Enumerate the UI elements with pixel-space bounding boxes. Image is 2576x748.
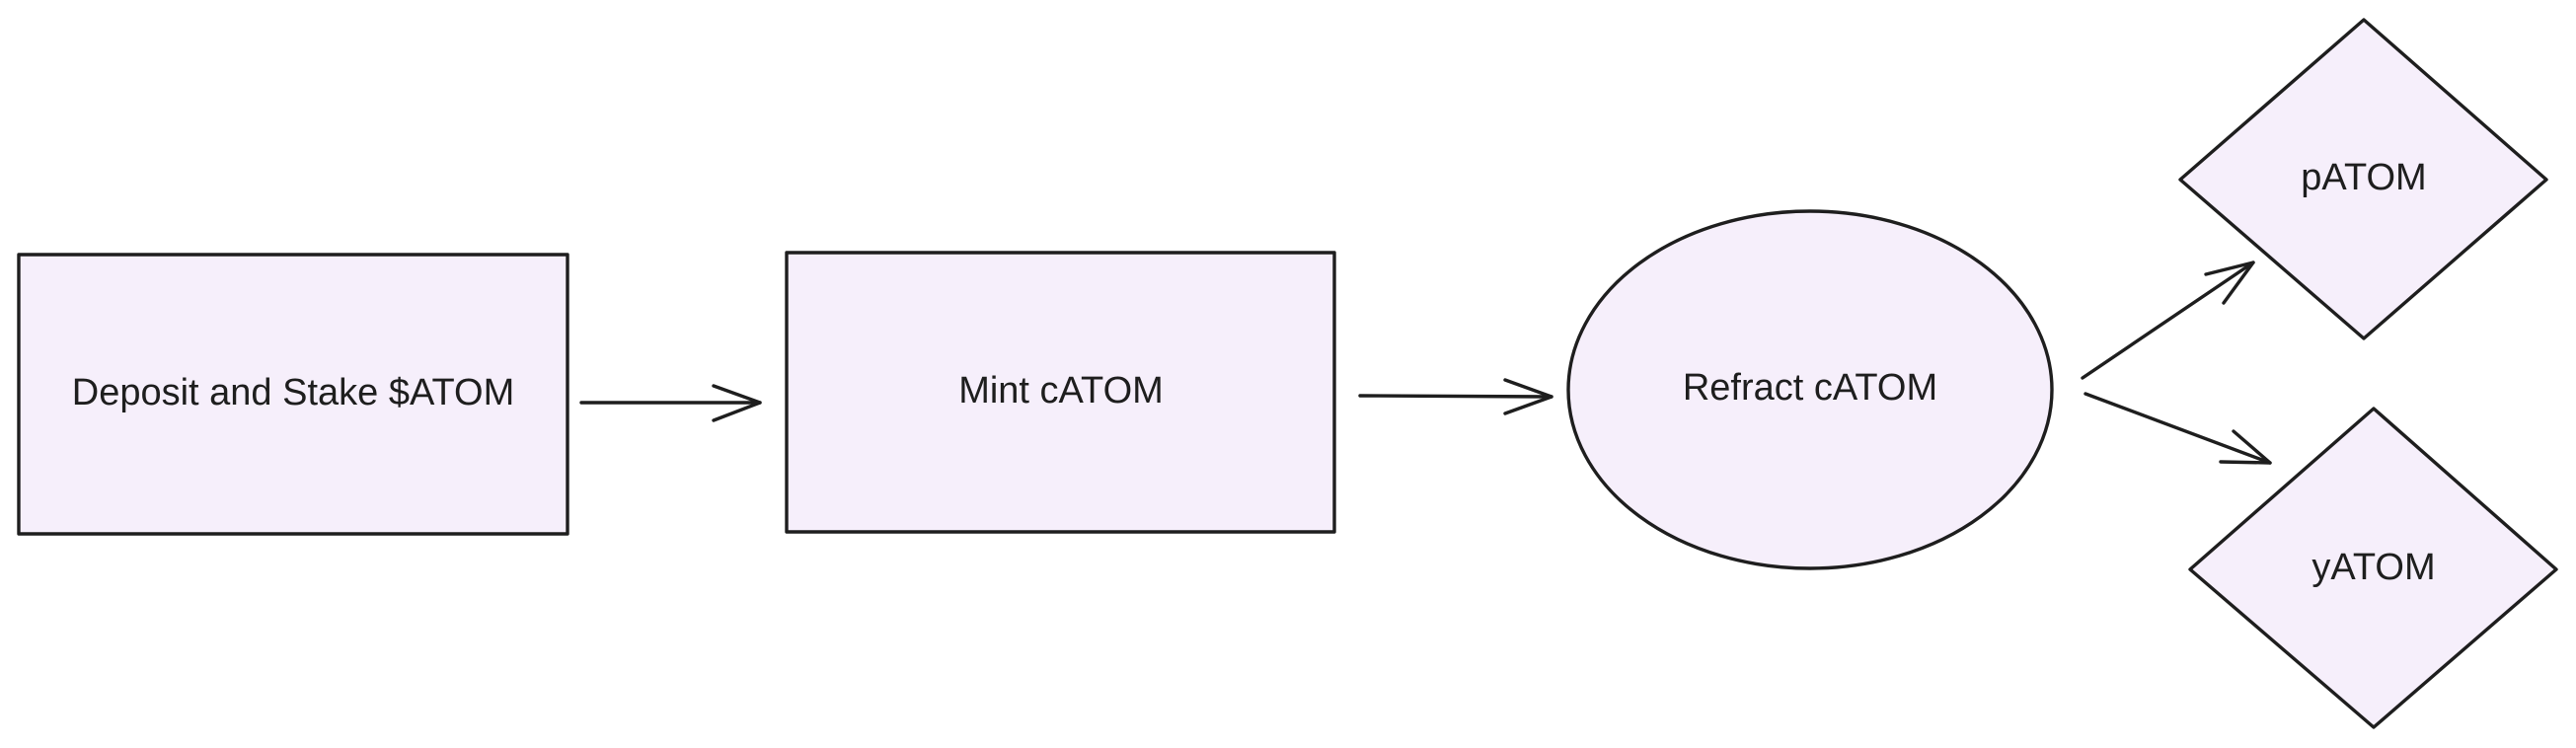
node-refract: Refract cATOM	[1566, 209, 2054, 570]
edge-refract-to-yatom-arrowhead	[2219, 429, 2272, 465]
node-mint: Mint cATOM	[785, 251, 1336, 534]
node-patom-label: pATOM	[2301, 157, 2426, 198]
node-mint-box	[785, 251, 1336, 534]
edge-refract-to-patom-line	[2081, 261, 2255, 380]
edge-refract-to-patom-arrowhead	[2204, 261, 2255, 305]
edge-deposit-to-mint	[579, 384, 762, 422]
node-yatom-label: yATOM	[2311, 547, 2435, 588]
node-patom: pATOM	[2178, 18, 2548, 340]
node-mint-label: Mint cATOM	[958, 370, 1164, 411]
edge-mint-to-refract	[1358, 378, 1553, 415]
edge-refract-to-patom	[2081, 261, 2255, 380]
edge-refract-to-yatom-line	[2084, 392, 2272, 465]
edge-mint-to-refract-line	[1358, 394, 1553, 399]
node-refract-label: Refract cATOM	[1683, 367, 1937, 409]
node-patom-diamond	[2178, 18, 2548, 340]
node-deposit: Deposit and Stake $ATOM	[17, 253, 569, 536]
edge-refract-to-yatom	[2084, 392, 2272, 465]
node-yatom-diamond	[2188, 407, 2558, 729]
node-deposit-label: Deposit and Stake $ATOM	[72, 372, 515, 413]
edge-deposit-to-mint-arrowhead	[712, 384, 762, 422]
edge-mint-to-refract-arrowhead	[1503, 378, 1553, 415]
node-deposit-box	[17, 253, 569, 536]
node-yatom: yATOM	[2188, 407, 2558, 729]
node-refract-ellipse	[1566, 209, 2054, 570]
